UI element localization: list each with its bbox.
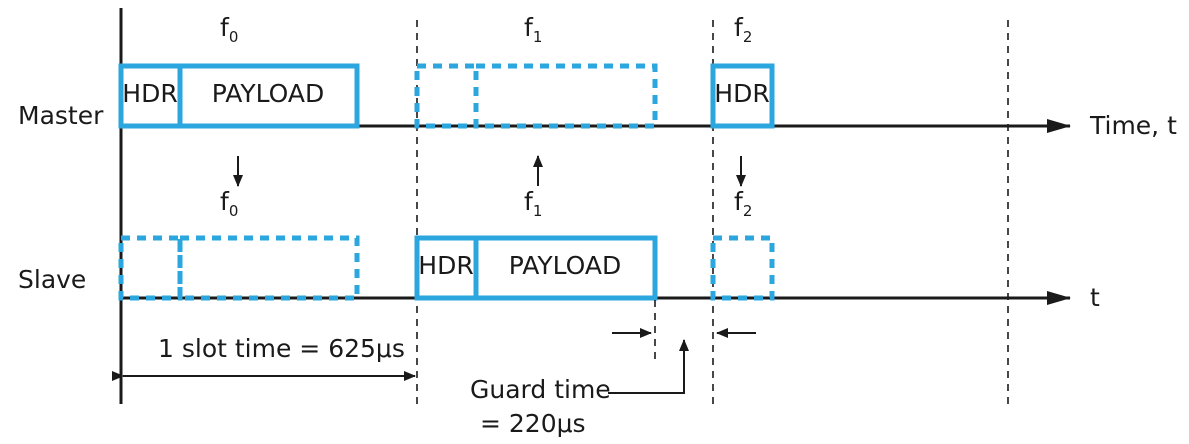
freq-label-f0-slave: f0: [220, 187, 238, 220]
master-label: Master: [18, 101, 104, 130]
master-packet-f1-placeholder: [414, 63, 658, 129]
slave-packet-f2-placeholder: [710, 235, 775, 301]
master-packet-f0: HDR PAYLOAD: [118, 63, 360, 129]
freq-label-f1-slave: f1: [524, 187, 542, 220]
slave-packet-f0-placeholder: [118, 235, 360, 301]
master-hdr-f2: HDR: [714, 79, 769, 108]
slave-packet-f1: HDR PAYLOAD: [414, 235, 658, 301]
guard-time-label-line2: = 220μs: [480, 409, 586, 438]
slave-label: Slave: [18, 265, 86, 294]
freq-label-f2-master: f2: [734, 13, 752, 46]
slave-payload-f1: PAYLOAD: [509, 251, 622, 280]
guard-time-leader: [608, 339, 689, 394]
freq-label-f2-slave: f2: [734, 187, 752, 220]
slave-hdr-f1: HDR: [418, 251, 473, 280]
freq-label-f1-master: f1: [524, 13, 542, 46]
master-payload-f0: PAYLOAD: [212, 79, 325, 108]
master-packet-f2: HDR: [710, 63, 775, 129]
slave-axis-label: t: [1090, 283, 1100, 312]
freq-label-f0-master: f0: [220, 13, 238, 46]
guard-time-label-line1: Guard time: [470, 375, 611, 404]
master-axis-label: Time, t: [1089, 111, 1177, 140]
master-hdr-f0: HDR: [122, 79, 177, 108]
slot-time-label: 1 slot time = 625μs: [158, 334, 405, 363]
